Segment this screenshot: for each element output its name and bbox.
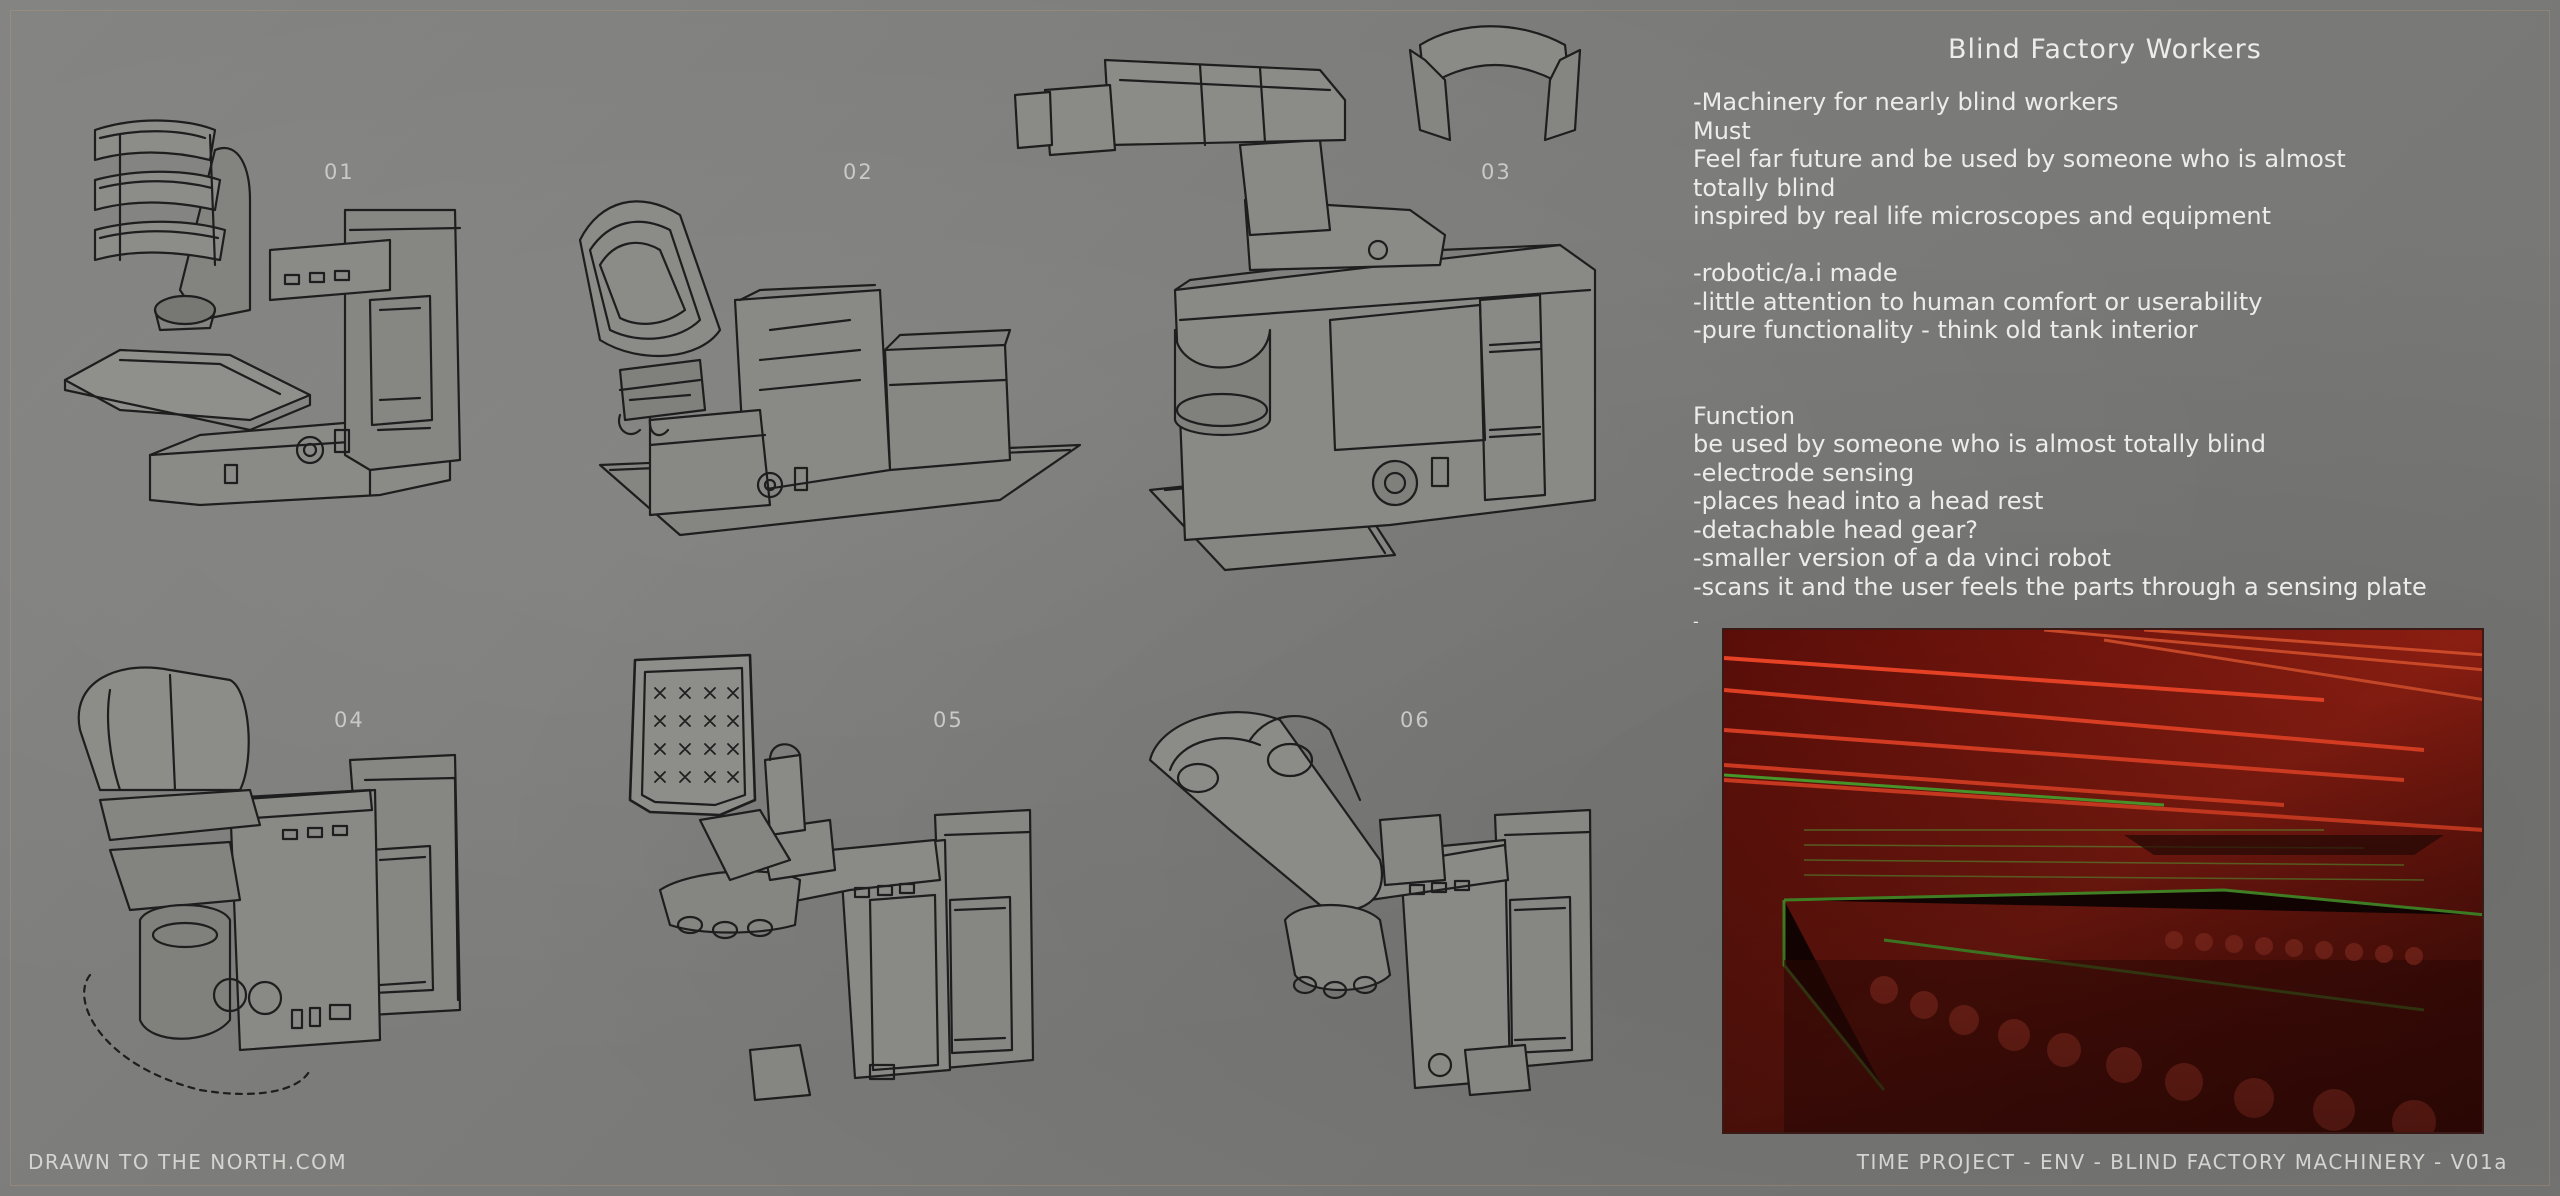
red-lit-factory-hall-photo-icon bbox=[1724, 630, 2482, 1132]
notes-line: -detachable head gear? bbox=[1693, 515, 1979, 544]
notes-line: be used by someone who is almost totally… bbox=[1693, 430, 2266, 458]
sketch-05-machine-icon bbox=[628, 653, 1035, 1102]
notes-line: -pure functionality - think old tank int… bbox=[1693, 316, 2198, 344]
sketch-number-03: 03 bbox=[1481, 160, 1512, 184]
notes-line: -Machinery for nearly blind workers bbox=[1693, 88, 2119, 116]
sheet-title: Blind Factory Workers bbox=[1948, 34, 2262, 65]
notes-line: Function bbox=[1693, 401, 1796, 430]
notes-blank-line bbox=[1693, 345, 2523, 374]
footer-site: DRAWN TO THE NORTH.COM bbox=[28, 1150, 348, 1174]
sketch-number-04: 04 bbox=[334, 708, 365, 732]
notes-blank-line bbox=[1693, 373, 2523, 402]
notes-line: inspired by real life microscopes and eq… bbox=[1693, 202, 2272, 230]
notes-line: Feel far future and be used by someone w… bbox=[1693, 145, 2346, 173]
notes-line: -places head into a head rest bbox=[1693, 487, 2044, 515]
sketch-04-machine-icon bbox=[77, 666, 462, 1096]
notes-line: totally blind bbox=[1693, 173, 1836, 202]
sketch-06-machine-icon bbox=[1148, 711, 1594, 1097]
sketch-number-06: 06 bbox=[1400, 708, 1431, 732]
footer-project-label: TIME PROJECT - ENV - BLIND FACTORY MACHI… bbox=[1856, 1150, 2508, 1174]
sketch-area bbox=[63, 25, 1597, 1102]
notes-line: Must bbox=[1693, 116, 1751, 145]
notes-line: -electrode sensing bbox=[1693, 458, 1915, 487]
sketch-number-01: 01 bbox=[324, 160, 355, 184]
sketch-number-05: 05 bbox=[933, 708, 964, 732]
notes-line: -robotic/a.i made bbox=[1693, 259, 1898, 287]
sheet-border bbox=[10, 10, 2550, 1186]
notes-line: -scans it and the user feels the parts t… bbox=[1693, 572, 2427, 601]
notes-line: -smaller version of a da vinci robot bbox=[1693, 544, 2111, 572]
sketch-02-machine-icon bbox=[578, 200, 1082, 537]
sketch-03-machine-icon bbox=[1013, 25, 1597, 572]
notes-line: -little attention to human comfort or us… bbox=[1693, 287, 2263, 316]
sketch-number-02: 02 bbox=[843, 160, 874, 184]
notes-dash: - bbox=[1693, 612, 1699, 631]
reference-photo bbox=[1722, 628, 2484, 1134]
sketch-01-machine-icon bbox=[63, 119, 462, 507]
notes-blank-line bbox=[1693, 231, 2523, 260]
